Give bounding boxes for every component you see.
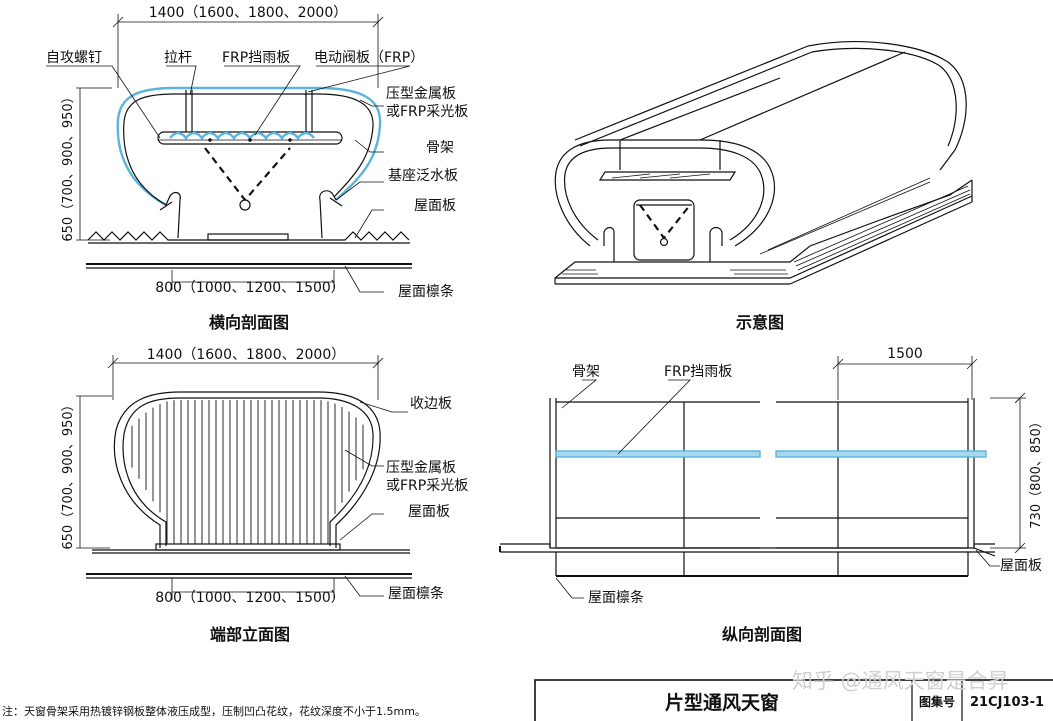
label-frp-skylight-panel: 或FRP采光板	[386, 104, 468, 120]
atlas-number: 21CJ103-1	[970, 695, 1044, 710]
label-roof-purlin: 屋面檩条	[398, 283, 454, 300]
label-roof-panel: 屋面板	[414, 198, 456, 214]
end-top-dimension: 1400（1600、1800、2000）	[147, 347, 346, 363]
label-frame: 骨架	[426, 140, 454, 156]
label-edge-trim: 收边板	[410, 396, 452, 412]
watermark: 知乎 @通风天窗是合昇	[792, 669, 1009, 693]
schematic-view: 示意图	[554, 41, 973, 332]
end-elevation-title: 端部立面图	[210, 625, 290, 644]
longitudinal-section-view: 1500 730（800、850）	[499, 346, 1044, 644]
label-screw: 自攻螺钉	[46, 50, 102, 66]
cross-side-dimension: 650（700、900、950）	[61, 90, 76, 241]
longitudinal-section-title: 纵向剖面图	[722, 625, 802, 644]
long-label-frame: 骨架	[572, 364, 600, 380]
label-tie-rod: 拉杆	[164, 50, 192, 66]
long-side-dimension: 730（800、850）	[1029, 415, 1044, 528]
label-frp-rain-board: FRP挡雨板	[222, 50, 290, 66]
label-base-flashing: 基座泛水板	[388, 167, 458, 184]
end-label-roof-purlin: 屋面檩条	[388, 585, 444, 602]
long-label-frp-rain-board: FRP挡雨板	[664, 364, 732, 380]
end-label-frp-skylight-panel: 或FRP采光板	[386, 478, 468, 494]
cross-section-view: 1400（1600、1800、2000） 650（700、900、950）	[46, 5, 468, 332]
drawing-note: 注：天窗骨架采用热镀锌钢板整体液压成型，压制凹凸花纹，花纹深度不小于1.5mm。	[2, 704, 426, 718]
title-block: 片型通风天窗 图集号 21CJ103-1	[534, 679, 1053, 721]
label-electric-damper: 电动阀板（FRP）	[314, 50, 424, 66]
end-elevation-view: 1400（1600、1800、2000） 650（700、900、950） 80…	[61, 347, 468, 644]
long-top-dimension: 1500	[887, 346, 923, 362]
end-side-dimension: 650（700、900、950）	[61, 398, 76, 549]
drawing-title: 片型通风天窗	[665, 691, 779, 714]
long-label-roof-panel: 屋面板	[1000, 558, 1042, 574]
cross-section-title: 横向剖面图	[209, 313, 289, 332]
end-bottom-dimension: 800（1000、1200、1500）	[155, 590, 345, 606]
atlas-label: 图集号	[919, 694, 955, 709]
cross-bottom-dimension: 800（1000、1200、1500）	[155, 280, 345, 296]
schematic-title: 示意图	[736, 313, 784, 332]
long-label-roof-purlin: 屋面檩条	[588, 589, 644, 606]
label-metal-panel: 压型金属板	[386, 86, 456, 102]
end-label-metal-panel: 压型金属板	[386, 460, 456, 476]
end-label-roof-panel: 屋面板	[408, 504, 450, 520]
cross-top-dimension: 1400（1600、1800、2000）	[149, 5, 348, 21]
